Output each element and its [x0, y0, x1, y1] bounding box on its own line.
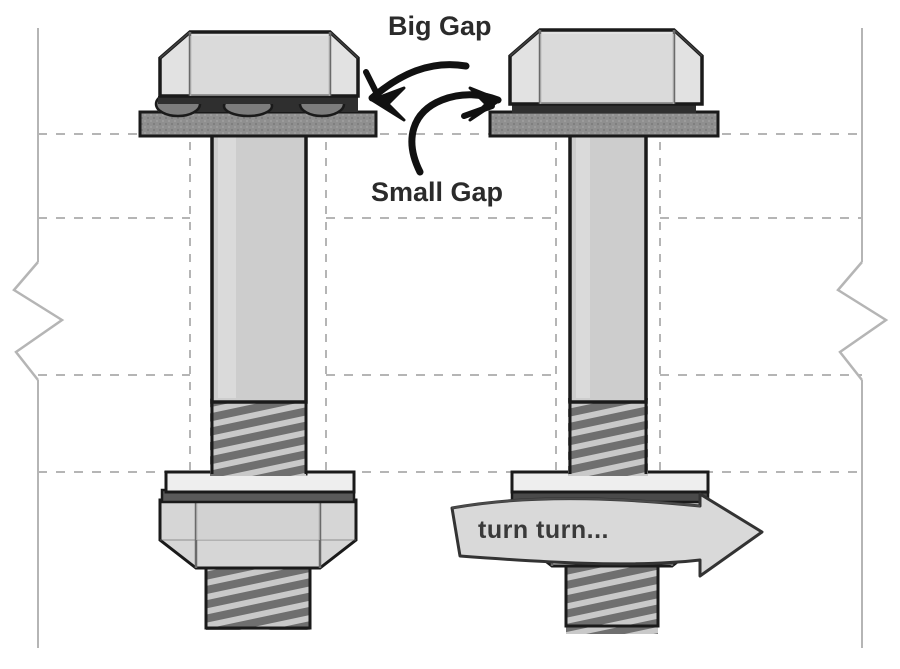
big-gap-label: Big Gap — [388, 11, 492, 41]
right-bottom-washer — [510, 470, 710, 504]
left-upper-threads — [210, 396, 308, 476]
turn-ribbon-label: turn turn... — [478, 516, 609, 544]
construction-lines — [12, 28, 889, 648]
left-bottom-washer — [160, 470, 356, 504]
right-lower-threads — [564, 560, 660, 634]
left-break-symbol — [12, 261, 65, 381]
small-gap-label: Small Gap — [371, 177, 503, 207]
left-bolt-assembly — [138, 30, 378, 630]
right-break-symbol — [836, 261, 889, 381]
big-gap-arrow-head — [370, 86, 406, 122]
left-hex-nut — [158, 498, 358, 570]
turn-ribbon-fold — [451, 497, 701, 509]
right-gap-seam — [512, 104, 696, 113]
left-hex-head — [158, 30, 360, 98]
small-gap-arrow-barb — [461, 103, 495, 119]
left-lower-threads — [204, 558, 312, 630]
turn-ribbon: turn turn... — [450, 492, 764, 578]
left-shank-highlight — [218, 136, 236, 398]
right-top-plate — [488, 110, 720, 138]
left-gap-debris — [154, 90, 358, 118]
right-hex-head — [508, 28, 704, 106]
right-upper-threads — [568, 396, 648, 476]
right-shank-highlight — [576, 136, 590, 398]
big-gap-arrow-barb — [363, 69, 381, 99]
annotation-layer: Big Gap Small Gap — [363, 11, 503, 207]
big-gap-arrow-shaft — [368, 61, 470, 102]
